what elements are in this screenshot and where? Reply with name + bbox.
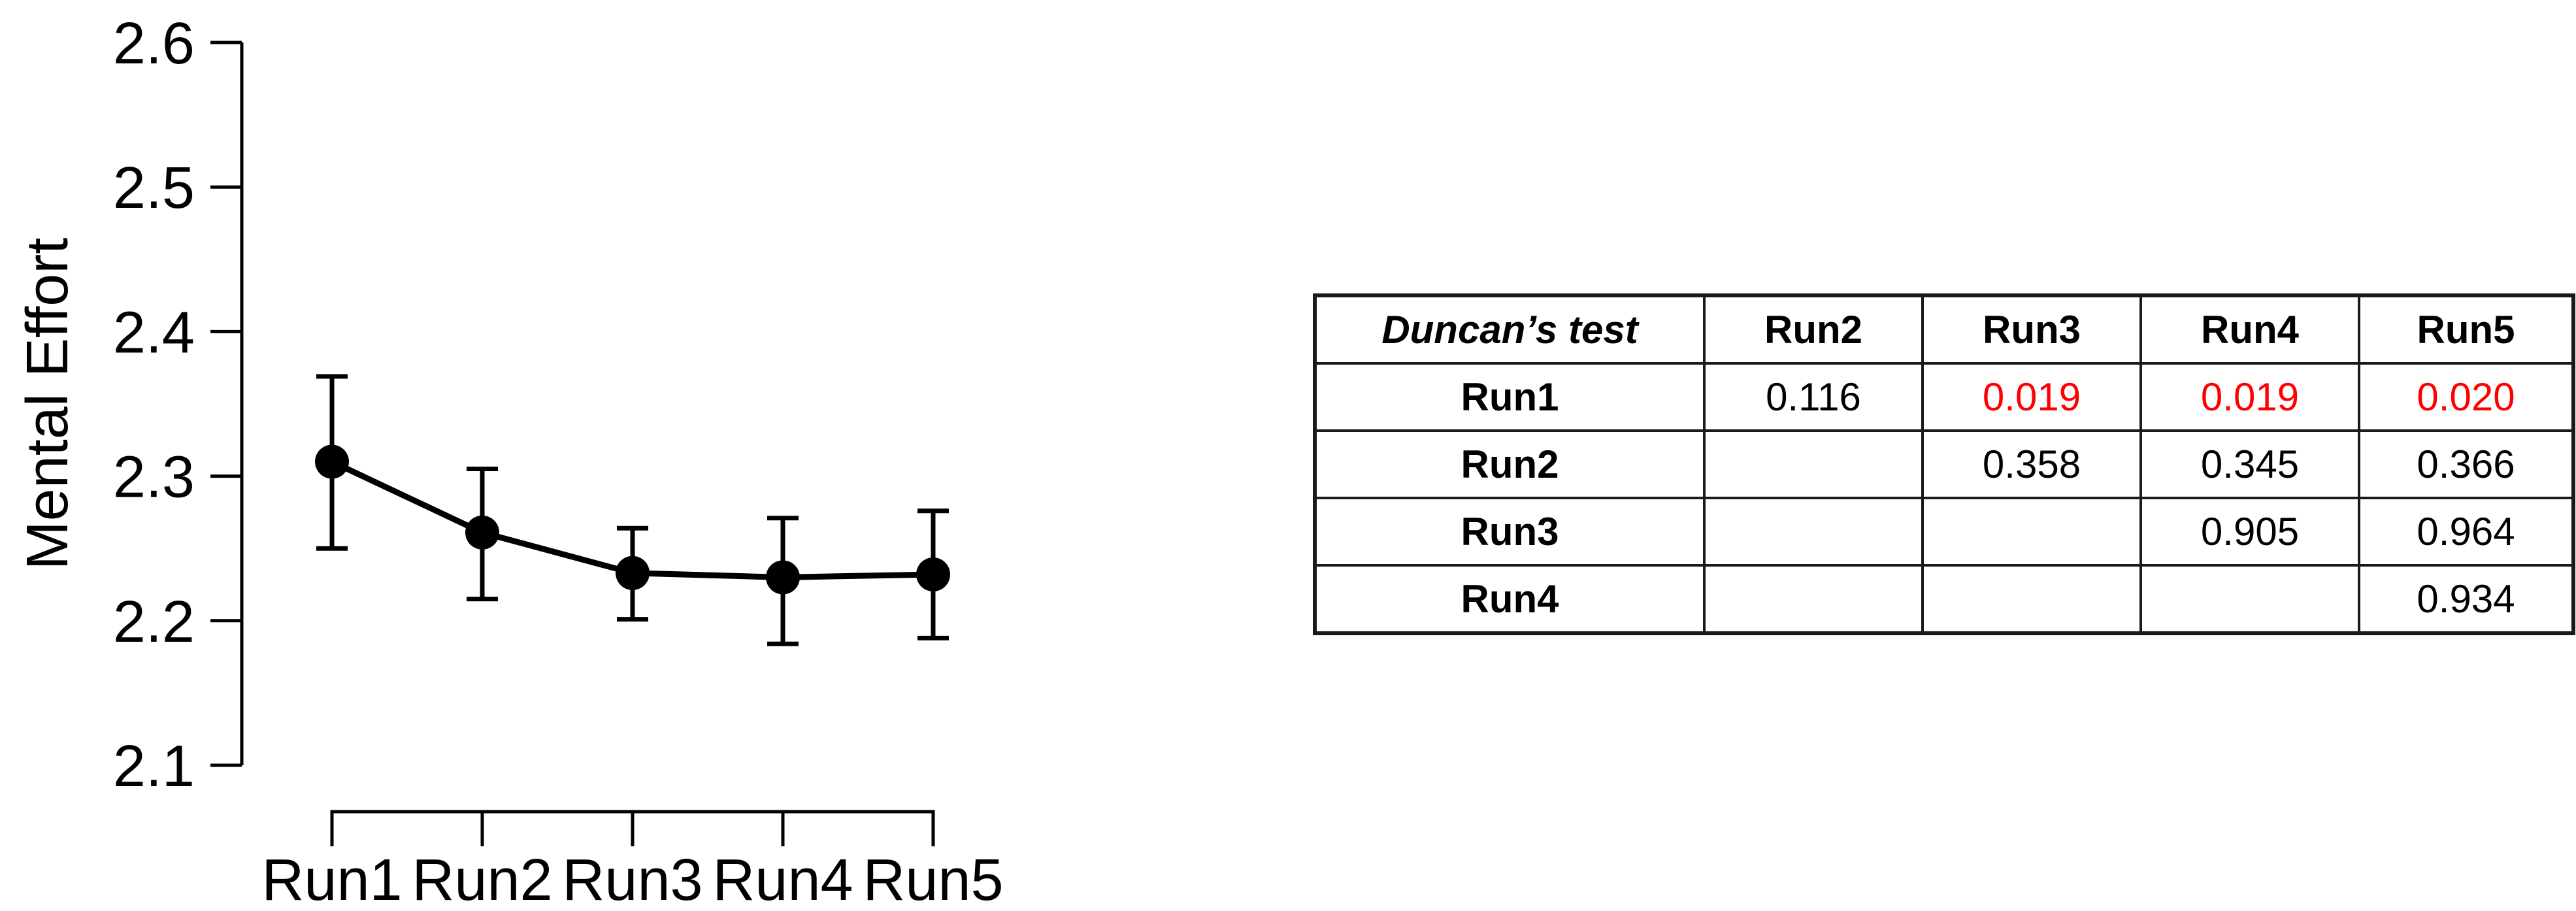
table-col-header-run5: Run5: [2358, 294, 2575, 365]
cell-run4-run4: [2139, 564, 2360, 635]
cell-run3-run5: 0.964: [2358, 497, 2575, 567]
row-label-run2: Run2: [1313, 429, 1706, 499]
row-label-run3: Run3: [1313, 497, 1706, 567]
cell-run2-run5: 0.366: [2358, 429, 2575, 499]
row-label-run1: Run1: [1313, 362, 1706, 432]
table-row-run4: Run4 0.934: [1313, 564, 2575, 635]
table-header-row: Duncan’s test Run2 Run3 Run4 Run5: [1313, 294, 2575, 365]
data-point-marker: [916, 557, 950, 592]
table-col-header-run4: Run4: [2139, 294, 2360, 365]
cell-run1-run3: 0.019: [1921, 362, 2142, 432]
duncans-test-table: Duncan’s test Run2 Run3 Run4 Run5 Run1 0…: [1313, 293, 2575, 635]
x-tick-label: Run2: [412, 848, 552, 908]
cell-run1-run5: 0.020: [2358, 362, 2575, 432]
data-point-marker: [465, 515, 499, 550]
cell-run1-run2: 0.116: [1703, 362, 1924, 432]
cell-run1-run4: 0.019: [2139, 362, 2360, 432]
cell-run2-run4: 0.345: [2139, 429, 2360, 499]
y-tick-label: 2.5: [113, 156, 195, 221]
table-corner-duncans-test: Duncan’s test: [1313, 294, 1706, 365]
table-row-run3: Run3 0.905 0.964: [1313, 497, 2575, 567]
y-tick-label: 2.2: [113, 589, 195, 655]
row-label-run4: Run4: [1313, 564, 1706, 635]
cell-run4-run3: [1921, 564, 2142, 635]
y-tick-label: 2.4: [113, 300, 195, 365]
table-col-header-run2: Run2: [1703, 294, 1924, 365]
x-tick-label: Run3: [562, 848, 702, 908]
table-col-header-run3: Run3: [1921, 294, 2142, 365]
y-tick-label: 2.6: [113, 11, 195, 76]
cell-run2-run2: [1703, 429, 1924, 499]
cell-run4-run5: 0.934: [2358, 564, 2575, 635]
table-row-run2: Run2 0.358 0.345 0.366: [1313, 429, 2575, 499]
y-tick-label: 2.3: [113, 445, 195, 510]
data-point-marker: [315, 444, 349, 479]
x-tick-label: Run1: [261, 848, 402, 908]
x-tick-label: Run4: [712, 848, 853, 908]
cell-run4-run2: [1703, 564, 1924, 635]
cell-run2-run3: 0.358: [1921, 429, 2142, 499]
cell-run3-run4: 0.905: [2139, 497, 2360, 567]
data-point-marker: [766, 560, 800, 595]
x-tick-label: Run5: [863, 848, 1003, 908]
y-tick-label: 2.1: [113, 734, 195, 799]
table-row-run1: Run1 0.116 0.019 0.019 0.020: [1313, 362, 2575, 432]
y-axis-title: Mental Effort: [15, 238, 80, 571]
data-point-marker: [616, 555, 650, 590]
cell-run3-run3: [1921, 497, 2142, 567]
cell-run3-run2: [1703, 497, 1924, 567]
